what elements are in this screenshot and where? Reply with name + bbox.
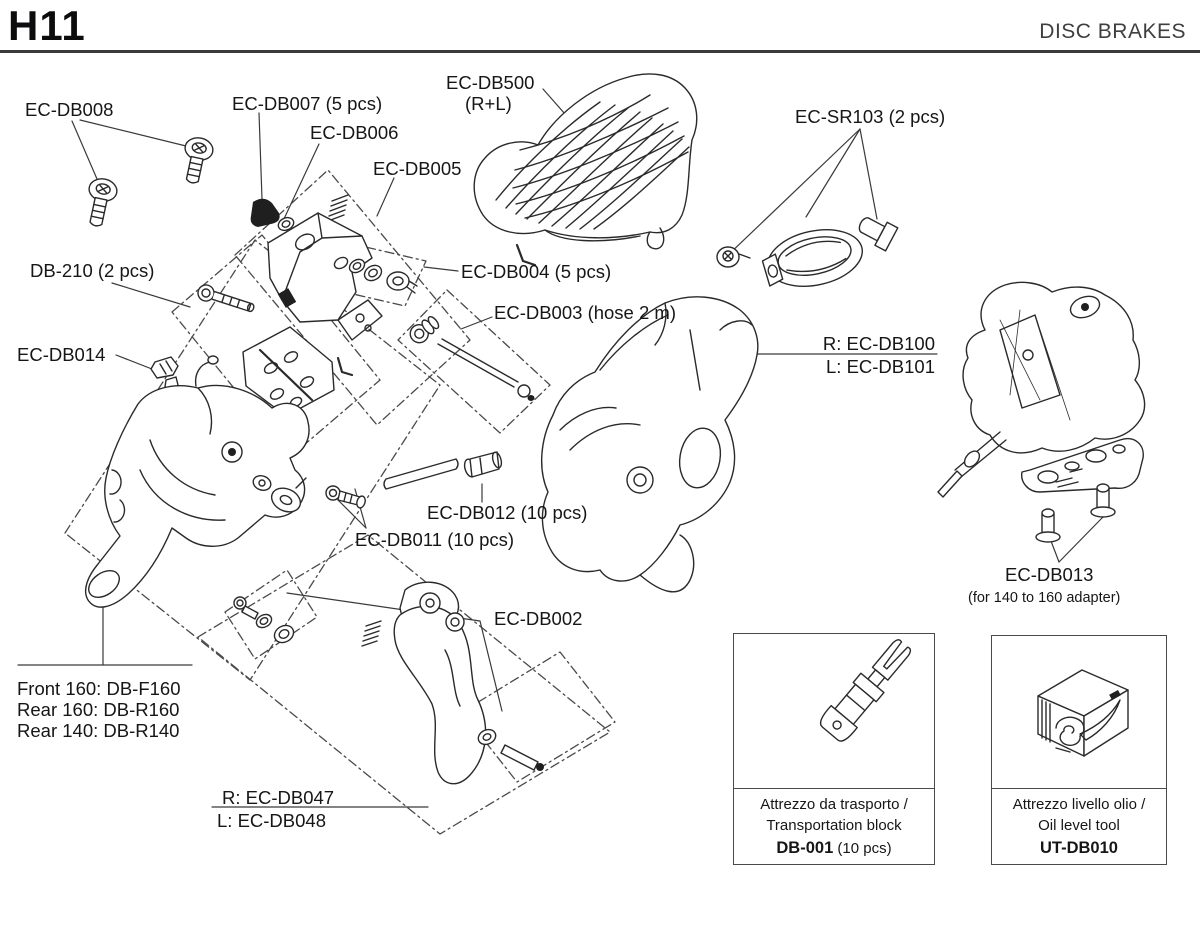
label-db-210: DB-210 (2 pcs) <box>30 260 155 281</box>
lever-body-drawing <box>540 296 759 593</box>
lever-blade-assembly-drawing <box>233 581 544 785</box>
transport-block-caption: Attrezzo da trasporto / Transportation b… <box>734 787 934 864</box>
master-cylinder-assembly-drawing <box>197 194 537 417</box>
oil-level-tool-image-area <box>992 636 1166 788</box>
transport-block-image-area <box>734 634 934 788</box>
label-ec-db005: EC-DB005 <box>373 158 462 179</box>
transport-block-name-it: Attrezzo da trasporto / <box>760 795 908 813</box>
section-title: DISC BRAKES <box>1039 20 1186 43</box>
oil-level-tool-box: Attrezzo livello olio / Oil level tool U… <box>991 635 1167 865</box>
label-ec-db048: L: EC-DB048 <box>217 810 326 831</box>
label-ec-db047: R: EC-DB047 <box>222 787 335 808</box>
label-ec-db500: EC-DB500 <box>446 72 535 93</box>
label-ec-db007: EC-DB007 (5 pcs) <box>232 93 383 114</box>
oil-level-tool-name-en: Oil level tool <box>1038 817 1120 835</box>
oil-level-tool-code-line: UT-DB010 <box>994 837 1164 860</box>
oil-level-tool-drawing <box>1037 669 1129 757</box>
label-ec-db003: EC-DB003 (hose 2 m) <box>494 302 676 323</box>
hood-ec-db500-drawing <box>473 73 698 250</box>
hose-ec-db003-drawing <box>409 315 535 401</box>
transport-block-box: Attrezzo da trasporto / Transportation b… <box>733 633 935 865</box>
label-ec-db004: EC-DB004 (5 pcs) <box>461 261 612 282</box>
transport-block-drawing <box>819 639 912 742</box>
transport-block-code: DB-001 <box>776 838 834 857</box>
label-ec-db013-sub: (for 140 to 160 adapter) <box>968 590 1121 606</box>
label-ec-db011: EC-DB011 (10 pcs) <box>355 529 515 550</box>
transport-block-qty: (10 pcs) <box>833 839 892 857</box>
label-ec-db012: EC-DB012 (10 pcs) <box>427 502 588 523</box>
label-ec-db006: EC-DB006 <box>310 122 399 143</box>
label-ec-db014: EC-DB014 <box>17 344 106 365</box>
label-ec-db013: EC-DB013 <box>1005 564 1094 585</box>
header-rule <box>0 50 1200 53</box>
label-rotor-front-160: Front 160: DB-F160 <box>17 678 181 699</box>
label-ec-sr103: EC-SR103 (2 pcs) <box>795 106 946 127</box>
page-title: H11 <box>8 2 86 49</box>
oil-level-tool-name-it: Attrezzo livello olio / <box>1012 795 1146 813</box>
label-rotor-rear-140: Rear 140: DB-R140 <box>17 720 180 741</box>
label-ec-db101: L: EC-DB101 <box>826 356 935 377</box>
label-rotor-rear-160: Rear 160: DB-R160 <box>17 699 180 720</box>
oil-level-tool-code: UT-DB010 <box>1040 838 1118 857</box>
transport-block-code-line: DB-001 (10 pcs) <box>736 837 932 860</box>
label-ec-db002: EC-DB002 <box>494 608 583 629</box>
rear-caliper-adapter-drawing <box>937 281 1146 543</box>
front-caliper-drawing <box>84 355 310 608</box>
clamp-ec-sr103-drawing <box>716 217 899 287</box>
label-ec-db100: R: EC-DB100 <box>822 333 935 354</box>
oil-level-tool-caption: Attrezzo livello olio / Oil level tool U… <box>992 787 1166 864</box>
leader-lines <box>17 88 1104 808</box>
screws-ec-db008-drawing <box>88 137 214 227</box>
transport-block-name-en: Transportation block <box>766 817 902 835</box>
small-parts-ec-db011-ec-db012-drawing <box>325 451 503 509</box>
label-ec-db008: EC-DB008 <box>25 99 114 120</box>
label-ec-db500-sub: (R+L) <box>465 93 512 114</box>
